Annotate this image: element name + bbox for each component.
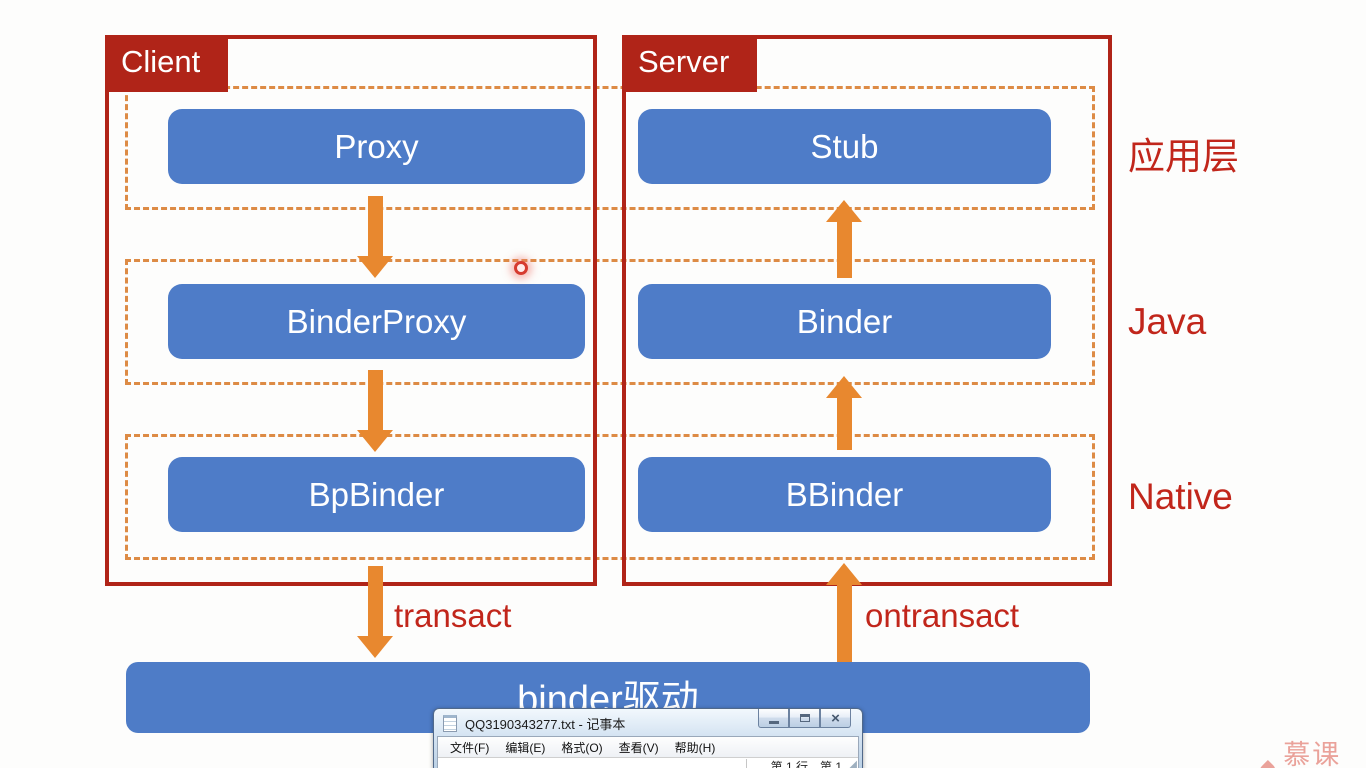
statusbar-divider	[746, 759, 747, 768]
menu-file[interactable]: 文件(F)	[450, 740, 490, 755]
flame-icon	[1256, 759, 1279, 768]
maximize-icon	[799, 714, 810, 722]
client-group-frame	[105, 35, 597, 586]
bbinder-box: BBinder	[638, 457, 1051, 532]
ontransact-label: ontransact	[865, 597, 1020, 634]
notepad-statusbar: 第 1 行，第 1 ◢	[438, 758, 858, 768]
native-layer-dashed-box	[125, 434, 1095, 560]
watermark: 慕课网	[1256, 733, 1366, 768]
minimize-icon	[768, 720, 779, 724]
notepad-window-title: QQ3190343277.txt - 记事本	[465, 717, 626, 732]
maximize-button[interactable]	[789, 709, 820, 728]
client-group-label: Client	[105, 35, 228, 92]
binder-box: Binder	[638, 284, 1051, 359]
resize-grip-icon[interactable]: ◢	[849, 759, 857, 768]
watermark-label: 慕课网	[1283, 740, 1342, 768]
close-icon: ×	[831, 709, 840, 727]
native-layer-label: Native	[1128, 476, 1233, 517]
laser-pointer-dot	[514, 261, 528, 275]
notepad-menubar: 文件(F) 编辑(E) 格式(O) 查看(V) 帮助(H)	[438, 737, 858, 758]
menu-view[interactable]: 查看(V)	[618, 740, 659, 755]
transact-label: transact	[394, 597, 512, 634]
binderproxy-box: BinderProxy	[168, 284, 585, 359]
java-layer-label: Java	[1128, 301, 1207, 342]
app-layer-label: 应用层	[1128, 136, 1239, 177]
cursor-position-status: 第 1 行，第 1	[770, 760, 842, 768]
menu-edit[interactable]: 编辑(E)	[505, 740, 546, 755]
server-group-frame	[622, 35, 1112, 586]
close-button[interactable]: ×	[820, 709, 851, 728]
notepad-window[interactable]: QQ3190343277.txt - 记事本 × 文件(F) 编辑(E) 格式(…	[433, 708, 863, 768]
stub-box: Stub	[638, 109, 1051, 184]
java-layer-dashed-box	[125, 259, 1095, 385]
menu-format[interactable]: 格式(O)	[561, 740, 603, 755]
minimize-button[interactable]	[758, 709, 789, 728]
app-layer-dashed-box	[125, 86, 1095, 210]
notepad-icon	[443, 715, 457, 732]
notepad-client-area: 文件(F) 编辑(E) 格式(O) 查看(V) 帮助(H) 第 1 行，第 1 …	[437, 736, 859, 768]
bpbinder-box: BpBinder	[168, 457, 585, 532]
proxy-box: Proxy	[168, 109, 585, 184]
menu-help[interactable]: 帮助(H)	[674, 740, 716, 755]
window-controls: ×	[758, 709, 851, 728]
server-group-label: Server	[622, 35, 757, 92]
